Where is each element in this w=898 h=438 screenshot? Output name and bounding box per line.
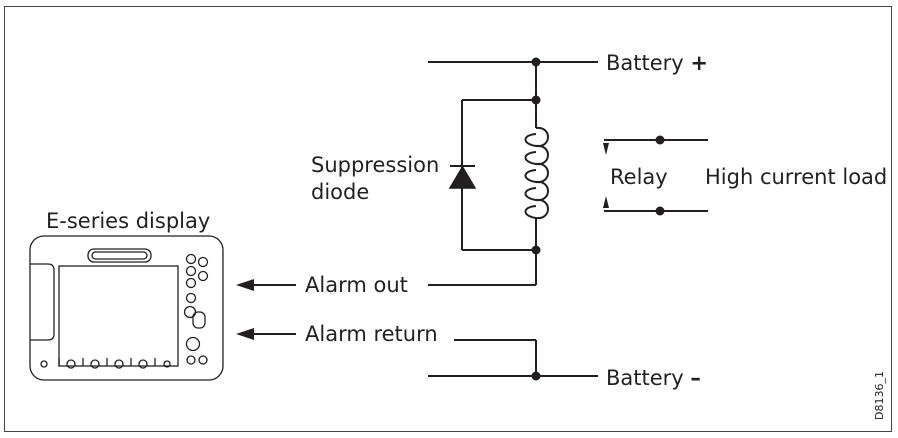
alarm-return-arrow-icon: [236, 328, 296, 340]
junction-dot: [531, 95, 541, 105]
junction-dot: [531, 57, 541, 67]
suppression-diode-icon: [448, 165, 477, 189]
e-series-display-icon: [29, 235, 224, 381]
diagram-frame: [4, 6, 892, 432]
suppression-label-line2: diode: [311, 180, 369, 204]
junction-dot: [531, 245, 541, 255]
reference-code: D8136_1: [873, 371, 886, 420]
alarm-out-arrow-icon: [236, 279, 296, 291]
alarm-out-label: Alarm out: [305, 273, 408, 297]
display-label: E-series display: [46, 209, 210, 233]
alarm-return-label: Alarm return: [305, 322, 438, 346]
suppression-label-line1: Suppression: [311, 153, 439, 177]
relay-label: Relay: [610, 165, 668, 189]
minus-sign: –: [690, 366, 701, 390]
battery-minus-label: Battery –: [606, 366, 701, 390]
junction-dot: [531, 371, 541, 381]
plus-sign: +: [690, 51, 708, 75]
relay-contacts-icon: [603, 135, 708, 216]
high-current-load-label: High current load: [705, 165, 887, 189]
relay-coil-icon: [524, 126, 549, 220]
battery-plus-label: Battery +: [606, 51, 708, 75]
